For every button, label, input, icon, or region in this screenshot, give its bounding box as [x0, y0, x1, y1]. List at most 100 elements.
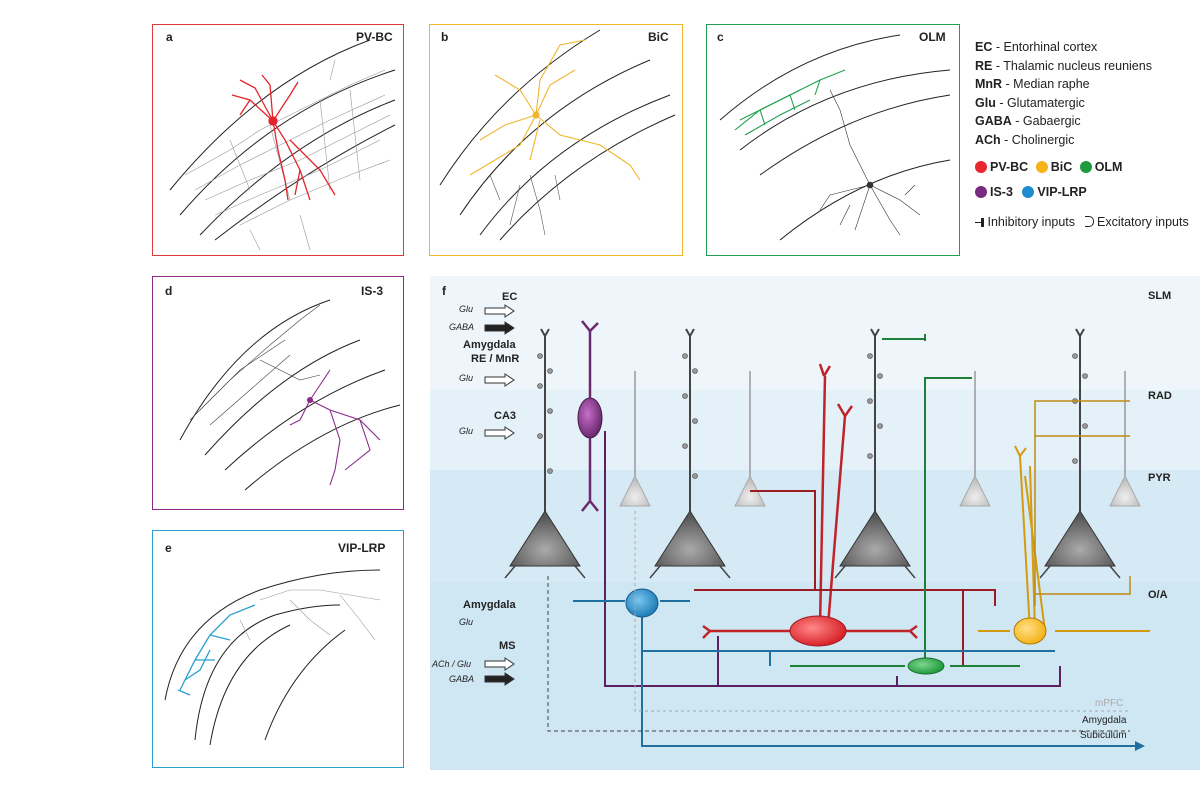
input-ms-achglu: ACh / Glu: [432, 659, 472, 669]
input-re-mnr: RE / MnR: [471, 353, 520, 365]
bic-dot-icon: [1035, 161, 1048, 173]
bic-axon: [1034, 400, 1131, 606]
panel-d-layer-arcs: [179, 299, 401, 491]
panel-f-letter: f: [442, 284, 446, 298]
panel-b-layer-arcs: [439, 29, 676, 241]
panel-b-bic-cell: [469, 39, 641, 181]
panel-e: [152, 530, 404, 768]
panel-d-gray-axon: [189, 304, 321, 426]
panel-b-gray-dendrites: [489, 174, 561, 236]
legend-ec: EC - Entorhinal cortex: [975, 40, 1098, 54]
panel-d: [152, 276, 404, 510]
panel-d-letter: d: [165, 284, 173, 298]
input-ca3: CA3: [494, 410, 517, 422]
panel-b-title: BiC: [648, 30, 669, 44]
is3-dot-icon: [975, 185, 987, 198]
output-projections: [547, 576, 1130, 732]
input-amygdala: Amygdala: [463, 599, 516, 611]
layer-label-pyr: PYR: [1148, 472, 1171, 484]
layer-oa-band: [430, 582, 1200, 770]
ec-glu-arrow-icon: [484, 304, 515, 318]
input-ca3-glu: Glu: [459, 426, 474, 436]
olm-dot-icon: [1079, 161, 1092, 173]
pyramidal-cells-dark: [540, 328, 1085, 516]
panel-b-letter: b: [441, 30, 449, 44]
pvbc-axon: [694, 490, 996, 666]
panel-a-layer-arcs: [169, 39, 396, 241]
ms-achglu-arrow-icon: [484, 657, 515, 671]
excitatory-label: Excitatory inputs: [1097, 215, 1189, 229]
input-ec-glu: Glu: [459, 304, 474, 314]
layer-slm-band: [430, 276, 1200, 390]
legend-re: RE - Thalamic nucleus reuniens: [975, 58, 1152, 73]
pvbc-dot-icon: [975, 161, 987, 173]
panel-c: [706, 24, 960, 256]
subiculum-arrow-icon: [1135, 741, 1145, 751]
vip-dot-icon: [1022, 185, 1035, 198]
layer-label-oa: O/A: [1148, 589, 1168, 601]
legend: EC - Entorhinal cortex RE - Thalamic nuc…: [975, 38, 1189, 232]
input-amygdala-glu: Glu: [459, 617, 474, 627]
panel-a: [152, 24, 404, 256]
pyramidal-cells-light: [634, 371, 1126, 481]
pyramidal-basal-dark: [504, 565, 1121, 579]
panel-e-gray-axon: [239, 589, 381, 641]
layer-rad-band: [430, 390, 1200, 470]
is3-soma: [577, 397, 603, 439]
panel-d-is3-cell: [289, 369, 381, 486]
olm-neuron: [790, 334, 1020, 667]
panel-c-layer-arcs: [719, 34, 951, 241]
ca3-glu-arrow-icon: [484, 426, 515, 440]
excitatory-input-icon: [1084, 216, 1094, 227]
input-ec: EC: [502, 291, 518, 303]
spines-dark: [537, 353, 1088, 479]
legend-cells-row1: PV-BC BiC OLM: [975, 158, 1189, 177]
panel-e-letter: e: [165, 541, 172, 555]
input-ec-gaba: GABA: [449, 322, 475, 332]
mpfc-projection: [634, 511, 1130, 712]
vip-neuron: [573, 600, 1135, 747]
pyramidal-somata-light: [619, 474, 1141, 507]
panel-a-pvbc-cell: [231, 74, 336, 201]
input-amygdala-re-glu: Glu: [459, 373, 474, 383]
re-glu-arrow-icon: [484, 373, 515, 387]
ec-gaba-arrow-icon: [484, 321, 515, 335]
pvbc-neuron: [702, 363, 918, 639]
legend-gaba: GABA - Gabaergic: [975, 114, 1081, 128]
input-ms: MS: [499, 640, 516, 652]
input-arrows: [484, 304, 515, 686]
pvbc-soma: [789, 615, 847, 647]
panel-e-title: VIP-LRP: [338, 541, 386, 555]
legend-inputs: Inhibitory inputs Excitatory inputs: [975, 213, 1189, 232]
ms-gaba-arrow-icon: [484, 672, 515, 686]
panel-c-letter: c: [717, 30, 724, 44]
layer-label-slm: SLM: [1148, 290, 1172, 302]
input-ms-gaba: GABA: [449, 674, 475, 684]
output-subiculum: Subiculum: [1080, 730, 1127, 741]
is3-axon: [604, 431, 1061, 687]
panel-b: [429, 24, 683, 256]
output-amygdala: Amygdala: [1082, 715, 1127, 726]
panel-a-letter: a: [166, 30, 173, 44]
olm-soma: [907, 657, 945, 675]
panel-e-layer-arcs: [164, 569, 381, 746]
legend-ach: ACh - Cholinergic: [975, 132, 1075, 147]
pyramidal-somata-dark: [509, 510, 1116, 567]
legend-cells-row2: IS-3 VIP-LRP: [975, 183, 1189, 202]
layer-label-rad: RAD: [1148, 390, 1172, 402]
panel-f: f SLM RAD PYR O/A EC Glu GABA Amygdala R…: [430, 276, 1200, 770]
panel-c-olm-dendrites: [819, 89, 921, 236]
input-amygdala-re: Amygdala: [463, 339, 516, 351]
bic-neuron: [978, 445, 1150, 632]
panel-d-title: IS-3: [361, 284, 384, 298]
output-mpfc: mPFC: [1095, 698, 1124, 709]
circuit-svg: [484, 304, 1150, 751]
panel-c-olm-axon: [734, 69, 846, 136]
legend-mnr: MnR - Median raphe: [975, 77, 1090, 91]
panel-c-title: OLM: [919, 30, 946, 44]
panel-e-vip-cell: [177, 604, 256, 696]
legend-glu: Glu - Glutamatergic: [975, 95, 1085, 110]
inhibitory-label: Inhibitory inputs: [987, 215, 1076, 229]
inhibitory-input-icon: [975, 218, 984, 227]
